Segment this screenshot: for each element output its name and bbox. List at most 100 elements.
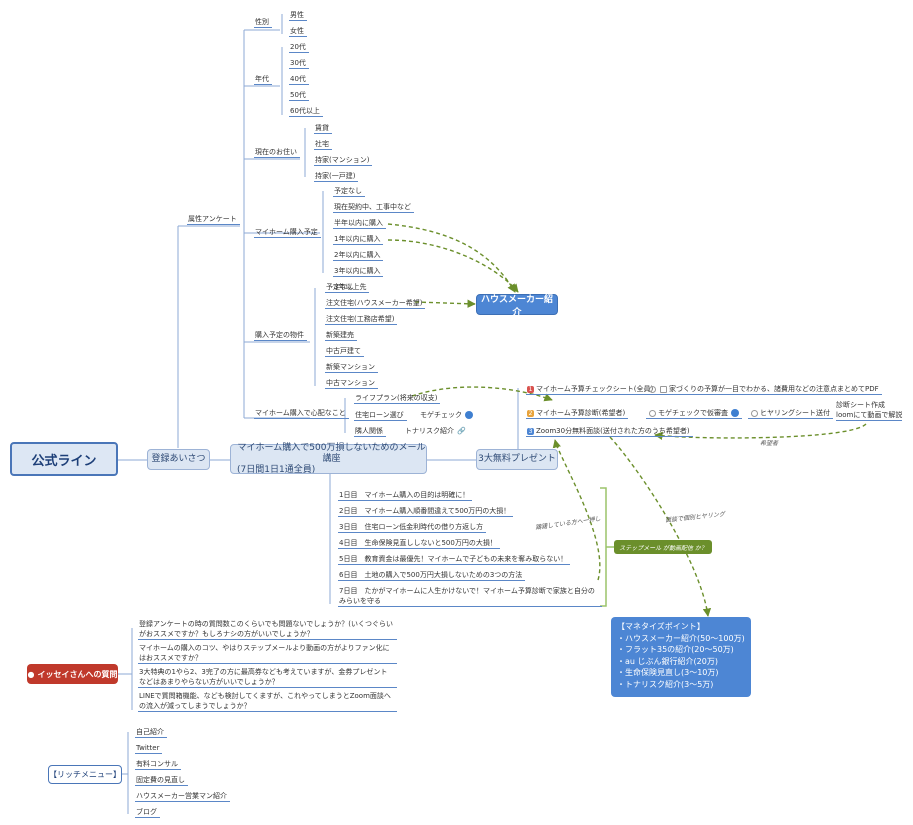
root-node: 公式ライン	[10, 442, 118, 476]
number-badge: 1	[527, 385, 534, 393]
plan-option: 1年以内に購入	[333, 234, 384, 245]
registration-node: 登録あいさつ	[147, 449, 210, 470]
present-item-label: マイホーム予算診断(希望者)	[536, 409, 626, 417]
plan-option: 2年以内に購入	[333, 250, 384, 261]
age-option: 30代	[289, 58, 309, 69]
course-day: 3日目 住宅ローン低金利時代の借り方返し方	[338, 522, 487, 533]
globe-icon	[731, 409, 739, 417]
course-node: マイホーム購入で500万損しないためのメール講座 (7日間1日1通全員)	[230, 442, 427, 475]
age-option: 40代	[289, 74, 309, 85]
age-option: 20代	[289, 42, 309, 53]
course-day: 7日目 たかがマイホームに人生かけないで！マイホーム予算診断で家族と自分のみらい…	[338, 586, 602, 607]
residence-option: 社宅	[314, 139, 332, 150]
course-subtitle: (7日間1日1通全員)	[237, 464, 316, 475]
present-item-2-last: 診断シート作成 loomにて動画で解説	[836, 400, 903, 421]
course-day: 5日目 教育資金は最優先！マイホームで子どもの未来を奪み取らない！	[338, 554, 571, 565]
property-option: 注文住宅(工務店希望)	[325, 314, 398, 325]
age-option: 60代以上	[289, 106, 323, 117]
property-option: 予定なし	[325, 282, 357, 293]
course-day: 4日目 生命保険見直ししないと500万円の大損！	[338, 538, 500, 549]
hope-tag: 希望者	[760, 440, 779, 447]
detail-line: 診断シート作成	[836, 401, 885, 409]
question-label: イッセイさんへの質問	[37, 669, 118, 679]
present-item-2-detail[interactable]: モゲチェックで仮審査	[646, 408, 742, 419]
property-option: 注文住宅(ハウスメーカー希望)	[325, 298, 426, 309]
monetize-node: 【マネタイズポイント】 ・ハウスメーカー紹介(50〜100万) ・フラット35の…	[611, 617, 751, 697]
detail-text: モゲチェックで仮審査	[658, 409, 728, 417]
question-item: LINEで質問箱機能、なども検討してくますが、これやってしまうとZoom面談への…	[138, 691, 397, 712]
monetize-item: ・生命保険見直し(3〜10万)	[617, 668, 719, 677]
note-icon	[751, 409, 758, 417]
property-option: 新築建売	[325, 330, 357, 341]
rich-menu-item: 固定費の見直し	[135, 775, 188, 786]
monetize-item: ・au じぶん銀行紹介(20万)	[617, 656, 718, 666]
course-day: 1日目 マイホーム購入の目的は明確に！	[338, 490, 473, 501]
age-label: 年代	[254, 74, 272, 85]
plan-option: 半年以内に購入	[333, 218, 386, 229]
monetize-item: ・トナリスク紹介(3〜5万)	[617, 679, 714, 689]
present-item-label: Zoom30分無料面談(送付された方のうち希望者)	[536, 427, 690, 435]
globe-icon	[465, 411, 473, 419]
plan-option: 現在契約中、工事中など	[333, 202, 414, 213]
note-icon	[649, 409, 656, 417]
residence-option: 持家(マンション)	[314, 155, 373, 166]
question-node: ●イッセイさんへの質問	[27, 664, 118, 684]
rich-menu-item: 自己紹介	[135, 727, 167, 738]
monetize-item: ・ハウスメーカー紹介(50〜100万)	[617, 633, 745, 643]
rich-menu-item: ブログ	[135, 807, 160, 818]
property-option: 中古戸建て	[325, 346, 364, 357]
tonarisk-label: トナリスク紹介	[405, 427, 454, 435]
rich-menu-item: ハウスメーカー営業マン紹介	[135, 791, 230, 802]
gender-option: 女性	[289, 26, 307, 37]
rich-menu-item: Twitter	[135, 743, 163, 754]
plan-option: 予定なし	[333, 186, 365, 197]
present-item-1-detail: 家づくりの予算が一目でわかる、諸費用などの注意点まとめてPDF	[646, 384, 882, 395]
age-option: 50代	[289, 90, 309, 101]
detail-text: 家づくりの予算が一目でわかる、諸費用などの注意点まとめてPDF	[669, 385, 879, 393]
concern-item: ライフプラン(将来の収支)	[354, 393, 441, 404]
number-badge: 2	[527, 409, 534, 417]
question-item: 3大特典の1やら2、3完了の方に最高券なども考えていますが、金券プレゼントなどは…	[138, 667, 397, 688]
mogecheck-label: モゲチェック	[420, 411, 462, 419]
residence-option: 持家(一戸建)	[314, 171, 359, 182]
residence-option: 賃貸	[314, 123, 332, 134]
gender-option: 男性	[289, 10, 307, 21]
detail-text: ヒヤリングシート送付	[760, 409, 830, 417]
property-option: 中古マンション	[325, 378, 378, 389]
present-node: 3大無料プレゼント	[476, 449, 558, 470]
step-node: ステップメール が動画配信 か？	[614, 540, 712, 554]
present-item-label: マイホーム予算チェックシート(全員)	[536, 385, 654, 393]
concerns-label: マイホーム購入で心配なこと	[254, 408, 349, 419]
course-day: 6日目 土地の購入で500万円大損しないための3つの方法	[338, 570, 526, 581]
number-badge: 3	[527, 427, 534, 435]
monetize-title: 【マネタイズポイント】	[617, 622, 705, 631]
detail-line: loomにて動画で解説	[836, 411, 903, 421]
plan-label: マイホーム購入予定	[254, 227, 321, 238]
house-maker-node: ハウスメーカー紹介	[476, 294, 558, 318]
course-title: マイホーム購入で500万損しないためのメール講座	[237, 442, 426, 464]
survey-label: 属性アンケート	[187, 214, 240, 225]
note-icon	[649, 385, 656, 393]
concern-item: 住宅ローン選び	[354, 410, 407, 421]
question-item: マイホームの購入のコツ、やはりステップメールより動画の方がよりファン化にはおスス…	[138, 643, 397, 664]
attachment-icon	[660, 385, 667, 393]
monetize-item: ・フラット35の紹介(20〜50万)	[617, 645, 734, 654]
present-item-2-next: ヒヤリングシート送付	[748, 408, 833, 419]
course-day: 2日目 マイホーム購入順番間違えて500万円の大損！	[338, 506, 514, 517]
property-option: 新築マンション	[325, 362, 378, 373]
link-icon: 🔗	[457, 427, 466, 435]
concern-item: 隣人関係	[354, 426, 386, 437]
rich-menu-node: 【リッチメニュー】	[48, 765, 122, 784]
concern-link[interactable]: モゲチェック	[420, 410, 473, 420]
red-dot-icon: ●	[27, 669, 35, 679]
plan-option: 3年以内に購入	[333, 266, 384, 277]
question-item: 登録アンケートの時の質問数このくらいでも問題ないでしょうか？(いくつぐらいがおス…	[138, 619, 397, 640]
rich-menu-item: 有料コンサル	[135, 759, 181, 770]
property-label: 購入予定の物件	[254, 330, 307, 341]
concern-link[interactable]: トナリスク紹介🔗	[405, 426, 466, 436]
gender-label: 性別	[254, 17, 272, 28]
residence-label: 現在のお住い	[254, 147, 300, 158]
